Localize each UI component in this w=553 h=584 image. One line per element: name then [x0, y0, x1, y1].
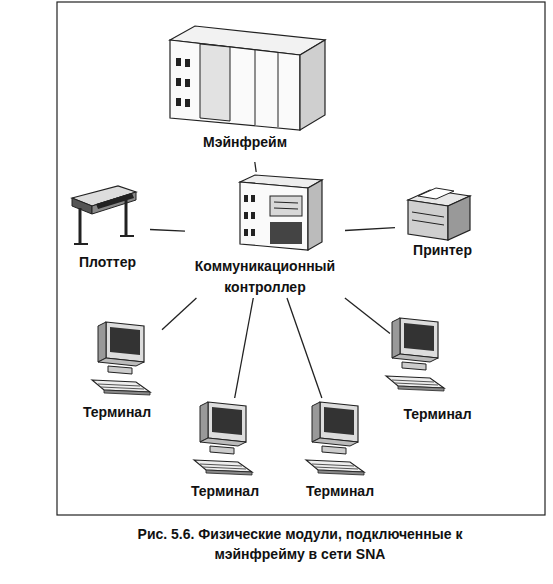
terminal-illustration [194, 402, 252, 475]
device-label: Терминал [390, 404, 485, 425]
link-line [150, 230, 185, 232]
device-node: Плоттер [65, 180, 150, 275]
link-line [345, 298, 390, 334]
device-label: Коммуникационный контроллер [185, 256, 345, 298]
device-node: Принтер [395, 185, 490, 265]
device-label: Плоттер [65, 252, 150, 273]
link-line [287, 298, 322, 398]
device-node: Терминал [390, 316, 485, 426]
device-label: Терминал [72, 402, 162, 423]
device-label: Терминал [183, 481, 267, 502]
link-line [345, 228, 395, 231]
mainframe-illustration [170, 26, 325, 130]
figure-frame [57, 2, 545, 515]
terminal-illustration [306, 402, 364, 475]
terminal-illustration [386, 318, 444, 391]
device-label: Терминал [298, 481, 382, 502]
device-node: Терминал [72, 318, 162, 424]
controller-illustration [240, 175, 322, 250]
link-line [255, 162, 256, 172]
link-line [162, 298, 196, 330]
device-node: Терминал [298, 398, 382, 502]
figure-caption: Рис. 5.6. Физические модули, подключенны… [130, 524, 470, 564]
printer-illustration [408, 188, 470, 240]
device-label: Мэйнфрейм [160, 132, 330, 153]
device-node: Терминал [183, 398, 267, 502]
plotter-illustration [72, 186, 136, 244]
link-line [235, 298, 254, 398]
device-node: Мэйнфрейм [160, 22, 330, 162]
device-label: Принтер [395, 240, 490, 261]
terminal-illustration [92, 322, 150, 395]
device-node: Коммуникационный контроллер [185, 172, 345, 298]
